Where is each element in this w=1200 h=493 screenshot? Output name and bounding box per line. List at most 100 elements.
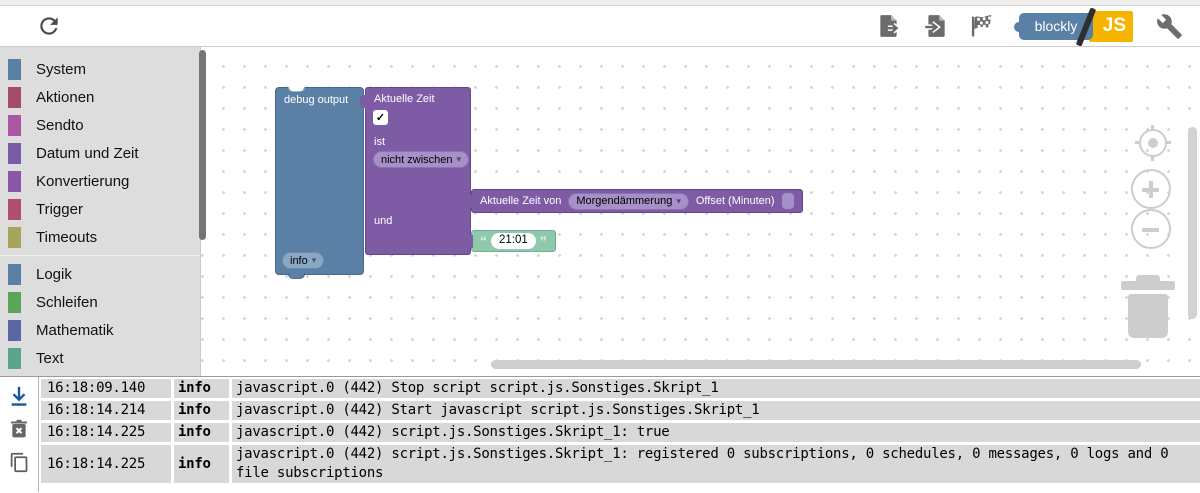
category-label: Sendto [36, 116, 84, 134]
blockly-workspace[interactable]: debug output info ▾ Aktuelle Zeit ✓ ist … [200, 47, 1200, 376]
block-top-notch [288, 87, 305, 92]
sidebar-scrollbar[interactable] [199, 50, 206, 240]
category-color-chip [8, 170, 21, 192]
wrench-icon[interactable] [1154, 11, 1184, 41]
block-aktuelle-zeit[interactable]: Aktuelle Zeit ✓ ist nicht zwischen ▾ und [360, 87, 471, 255]
workspace-vertical-scrollbar[interactable] [1188, 127, 1197, 319]
log-message: javascript.0 (442) Stop script script.js… [232, 379, 1200, 398]
blockly-logo[interactable]: blockly [1014, 12, 1093, 40]
dropdown-arrow-icon: ▾ [456, 154, 462, 164]
category-color-chip [8, 198, 21, 220]
crosshair-tick-v [1151, 125, 1154, 161]
log-timestamp: 16:18:14.225 [41, 423, 171, 442]
offset-label: Offset (Minuten) [695, 195, 775, 207]
category-label: Text [36, 349, 64, 367]
ist-label: ist [374, 136, 385, 148]
operator-dropdown[interactable]: nicht zwischen ▾ [373, 151, 470, 168]
dropdown-arrow-icon: ▾ [311, 255, 317, 265]
sidebar-category[interactable]: Aktionen [0, 83, 200, 111]
sidebar-category[interactable]: Datum und Zeit [0, 139, 200, 167]
trash-lid [1121, 281, 1175, 290]
condition-checkbox[interactable]: ✓ [373, 110, 388, 125]
crosshair-ring [1139, 129, 1167, 157]
astro-option: Morgendämmerung [576, 195, 673, 207]
zoom-in-button[interactable] [1131, 169, 1171, 209]
sidebar-category[interactable]: Logik [0, 260, 200, 288]
block-bottom-bump [288, 273, 305, 279]
close-quote-icon: ” [539, 233, 547, 249]
debug-output-label: debug output [284, 94, 349, 106]
download-log-icon[interactable] [8, 385, 30, 407]
js-logo-label: JS [1102, 15, 1126, 36]
category-color-chip [8, 86, 21, 108]
sidebar-category[interactable]: Mathematik [0, 316, 200, 344]
sidebar: System Aktionen Sendto Datum und Zeit Ko… [0, 47, 200, 376]
sidebar-category[interactable]: Listen [0, 372, 200, 376]
category-color-chip [8, 263, 21, 285]
category-color-chip [8, 347, 21, 369]
checkmark-icon: ✓ [375, 112, 386, 124]
sidebar-category[interactable]: Sendto [0, 111, 200, 139]
sidebar-category[interactable]: Text [0, 344, 200, 372]
log-timestamp: 16:18:09.140 [41, 379, 171, 398]
category-color-chip [8, 114, 21, 136]
zoom-out-button[interactable] [1131, 209, 1171, 249]
log-row: 16:18:14.225 info javascript.0 (442) scr… [41, 423, 1200, 442]
astro-dropdown[interactable]: Morgendämmerung ▾ [568, 192, 689, 210]
clear-log-icon[interactable] [8, 418, 30, 440]
toolbar-right: blockly JS [874, 7, 1184, 47]
trash-handle [1136, 275, 1160, 283]
workspace-horizontal-scrollbar[interactable] [491, 360, 1141, 369]
log-level-value: info [290, 254, 308, 267]
astro-label: Aktuelle Zeit von [480, 195, 562, 207]
log-timestamp: 16:18:14.214 [41, 401, 171, 420]
log-level: info [174, 445, 229, 483]
log-message: javascript.0 (442) script.js.Sonstiges.S… [232, 423, 1200, 442]
log-level: info [174, 401, 229, 420]
category-color-chip [8, 58, 21, 80]
log-rows: 16:18:09.140 info javascript.0 (442) Sto… [39, 377, 1200, 492]
time-value-field[interactable]: 21:01 [491, 233, 536, 249]
block-astro-time[interactable]: Aktuelle Zeit von Morgendämmerung ▾ Offs… [466, 189, 803, 213]
offset-input-socket[interactable] [781, 193, 794, 209]
category-color-chip [8, 291, 21, 313]
sidebar-category[interactable]: System [0, 55, 200, 83]
category-label: Konvertierung [36, 172, 130, 190]
category-color-chip [8, 142, 21, 164]
center-workspace-button[interactable] [1135, 125, 1171, 161]
log-message: javascript.0 (442) Start javascript scri… [232, 401, 1200, 420]
category-label: Logik [36, 265, 72, 283]
und-label: und [374, 215, 393, 227]
toolbar: blockly JS [0, 6, 1200, 47]
category-label: Timeouts [36, 228, 98, 246]
log-row: 16:18:09.140 info javascript.0 (442) Sto… [41, 379, 1200, 398]
log-panel: 16:18:09.140 info javascript.0 (442) Sto… [0, 376, 1200, 492]
log-level-dropdown[interactable]: info ▾ [282, 252, 325, 269]
import-blocks-icon[interactable] [921, 11, 951, 41]
crosshair-tick-h [1135, 141, 1171, 144]
blockly-js-toggle[interactable]: blockly JS [1014, 7, 1133, 47]
block-text-value[interactable]: “ 21:01 ” [466, 230, 556, 252]
sidebar-category[interactable]: Timeouts [0, 223, 200, 251]
sidebar-category[interactable]: Trigger [0, 195, 200, 223]
category-label: Schleifen [36, 293, 98, 311]
log-toolbar [0, 377, 39, 492]
toolbar-left [34, 11, 64, 41]
category-label: Aktionen [36, 88, 95, 106]
category-color-chip [8, 375, 21, 376]
log-row: 16:18:14.225 info javascript.0 (442) scr… [41, 445, 1200, 483]
sidebar-separator [0, 255, 200, 256]
trash-can[interactable] [1121, 272, 1175, 338]
log-message: javascript.0 (442) script.js.Sonstiges.S… [232, 445, 1200, 483]
trash-body [1128, 294, 1168, 338]
export-blocks-icon[interactable] [874, 11, 904, 41]
js-logo[interactable]: JS [1089, 10, 1133, 42]
refresh-icon[interactable] [34, 11, 64, 41]
sidebar-category[interactable]: Konvertierung [0, 167, 200, 195]
log-timestamp: 16:18:14.225 [41, 445, 171, 483]
block-debug-output[interactable]: debug output info ▾ [275, 87, 364, 279]
aktuelle-zeit-title: Aktuelle Zeit [374, 93, 435, 105]
check-blocks-flag-icon[interactable] [968, 11, 998, 41]
copy-log-icon[interactable] [8, 451, 30, 473]
sidebar-category[interactable]: Schleifen [0, 288, 200, 316]
